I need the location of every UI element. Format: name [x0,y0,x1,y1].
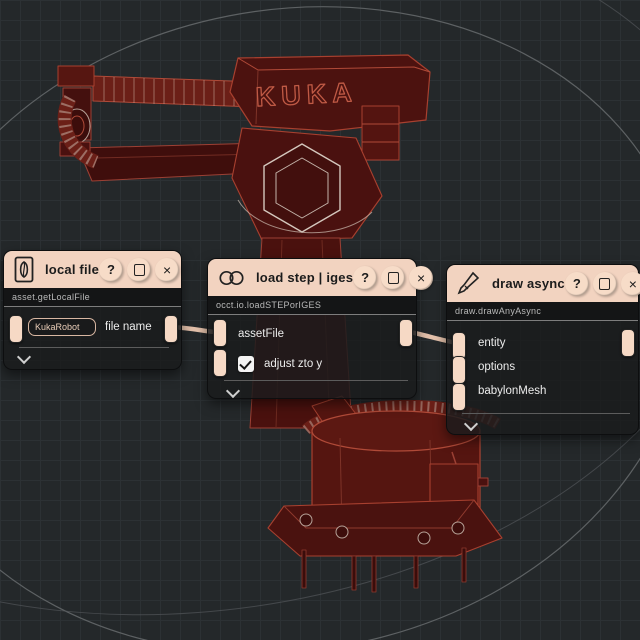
adjust-zto-y-row: adjust zto y [208,349,416,379]
node-load-step-iges[interactable]: load step | iges ? × occt.io.loadSTEPorI… [207,258,434,401]
collapse-button[interactable] [222,383,244,401]
node-draw-async[interactable]: draw async ? × draw.drawAnyAsync entity … [446,264,640,435]
node-header[interactable]: load step | iges ? × [208,259,434,296]
assetfile-input-socket[interactable] [213,319,227,347]
chevron-down-icon [463,416,479,432]
node-namespace: asset.getLocalFile [4,288,181,307]
output-socket[interactable] [399,319,413,347]
node-header[interactable]: draw async ? × [447,265,640,302]
copy-button[interactable] [592,271,617,296]
collapse-button[interactable] [13,349,35,367]
copy-icon [133,259,149,276]
entity-row: entity [447,331,638,355]
close-button[interactable]: × [155,257,180,282]
occt-links-icon [218,269,245,287]
options-label: options [478,361,516,373]
node-title: load step | iges [256,270,354,285]
output-socket[interactable] [621,329,635,357]
babylonmesh-row: babylonMesh [447,379,638,403]
copy-icon [387,267,403,284]
adjust-zto-y-checkbox[interactable] [238,356,254,372]
copy-button[interactable] [127,257,152,282]
copy-button[interactable] [381,265,406,290]
babylonmesh-label: babylonMesh [478,385,547,397]
help-button[interactable]: ? [564,271,589,296]
adjust-zto-y-label: adjust zto y [264,358,323,370]
adjust-input-socket[interactable] [213,349,227,377]
file-asset-icon [14,256,34,283]
entity-label: entity [478,337,506,349]
divider [19,347,169,348]
paintbrush-icon [457,271,481,297]
babylonmesh-input-socket[interactable] [452,383,466,411]
copy-icon [599,273,615,290]
collapse-button[interactable] [460,416,482,434]
file-name-input[interactable] [28,318,96,336]
output-socket[interactable] [164,315,178,343]
node-title: draw async [492,276,565,291]
chevron-down-icon [16,349,32,365]
close-button[interactable]: × [620,271,640,296]
divider [224,380,408,381]
node-namespace: draw.drawAnyAsync [447,302,638,321]
close-button[interactable]: × [409,265,434,290]
node-namespace: occt.io.loadSTEPorIGES [208,296,416,315]
assetfile-row: assetFile [208,319,416,349]
node-local-file[interactable]: local file ? × asset.getLocalFile file n… [3,250,182,370]
file-name-label: file name [105,321,152,333]
input-socket[interactable] [9,315,23,343]
node-header[interactable]: local file ? × [4,251,181,288]
options-row: options [447,355,638,379]
help-button[interactable]: ? [99,257,124,282]
chevron-down-icon [225,383,241,399]
kuka-logo-text: KUKA [255,77,358,112]
divider [462,413,630,414]
options-input-socket[interactable] [452,356,466,384]
assetfile-label: assetFile [238,328,285,340]
file-name-row: file name [4,312,181,342]
node-title: local file [45,262,100,277]
help-button[interactable]: ? [353,265,378,290]
